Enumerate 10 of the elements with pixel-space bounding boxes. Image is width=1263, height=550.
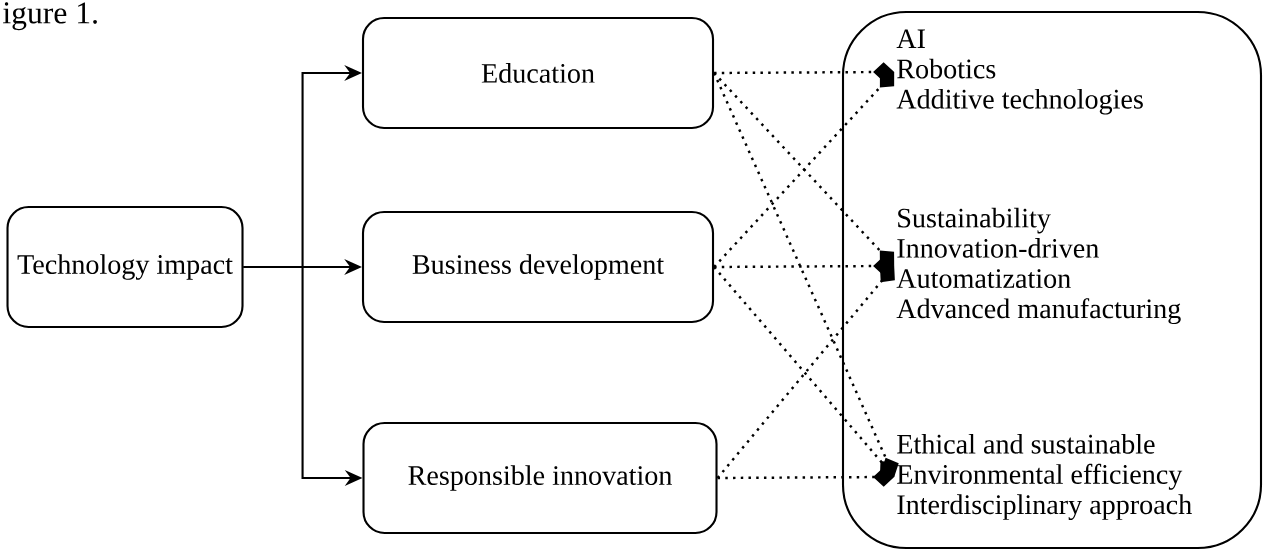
item-list: Sustainability Innovation-driven Automatization Advanced manufacturing <box>896 207 1181 325</box>
process-box: Technology impact <box>6 205 244 329</box>
dotted-connector <box>712 72 899 477</box>
process-box: Business development <box>361 210 715 324</box>
figure-caption: igure 1. <box>3 2 97 31</box>
process-box: Education <box>361 16 715 130</box>
group-box <box>841 10 1263 550</box>
item-list: Ethical and sustainable Environmental efficiency Interdisciplinary approach <box>897 433 1192 520</box>
process-box: Responsible innovation <box>362 421 718 535</box>
item-list: AI Robotics Additive technologies <box>896 29 1143 115</box>
